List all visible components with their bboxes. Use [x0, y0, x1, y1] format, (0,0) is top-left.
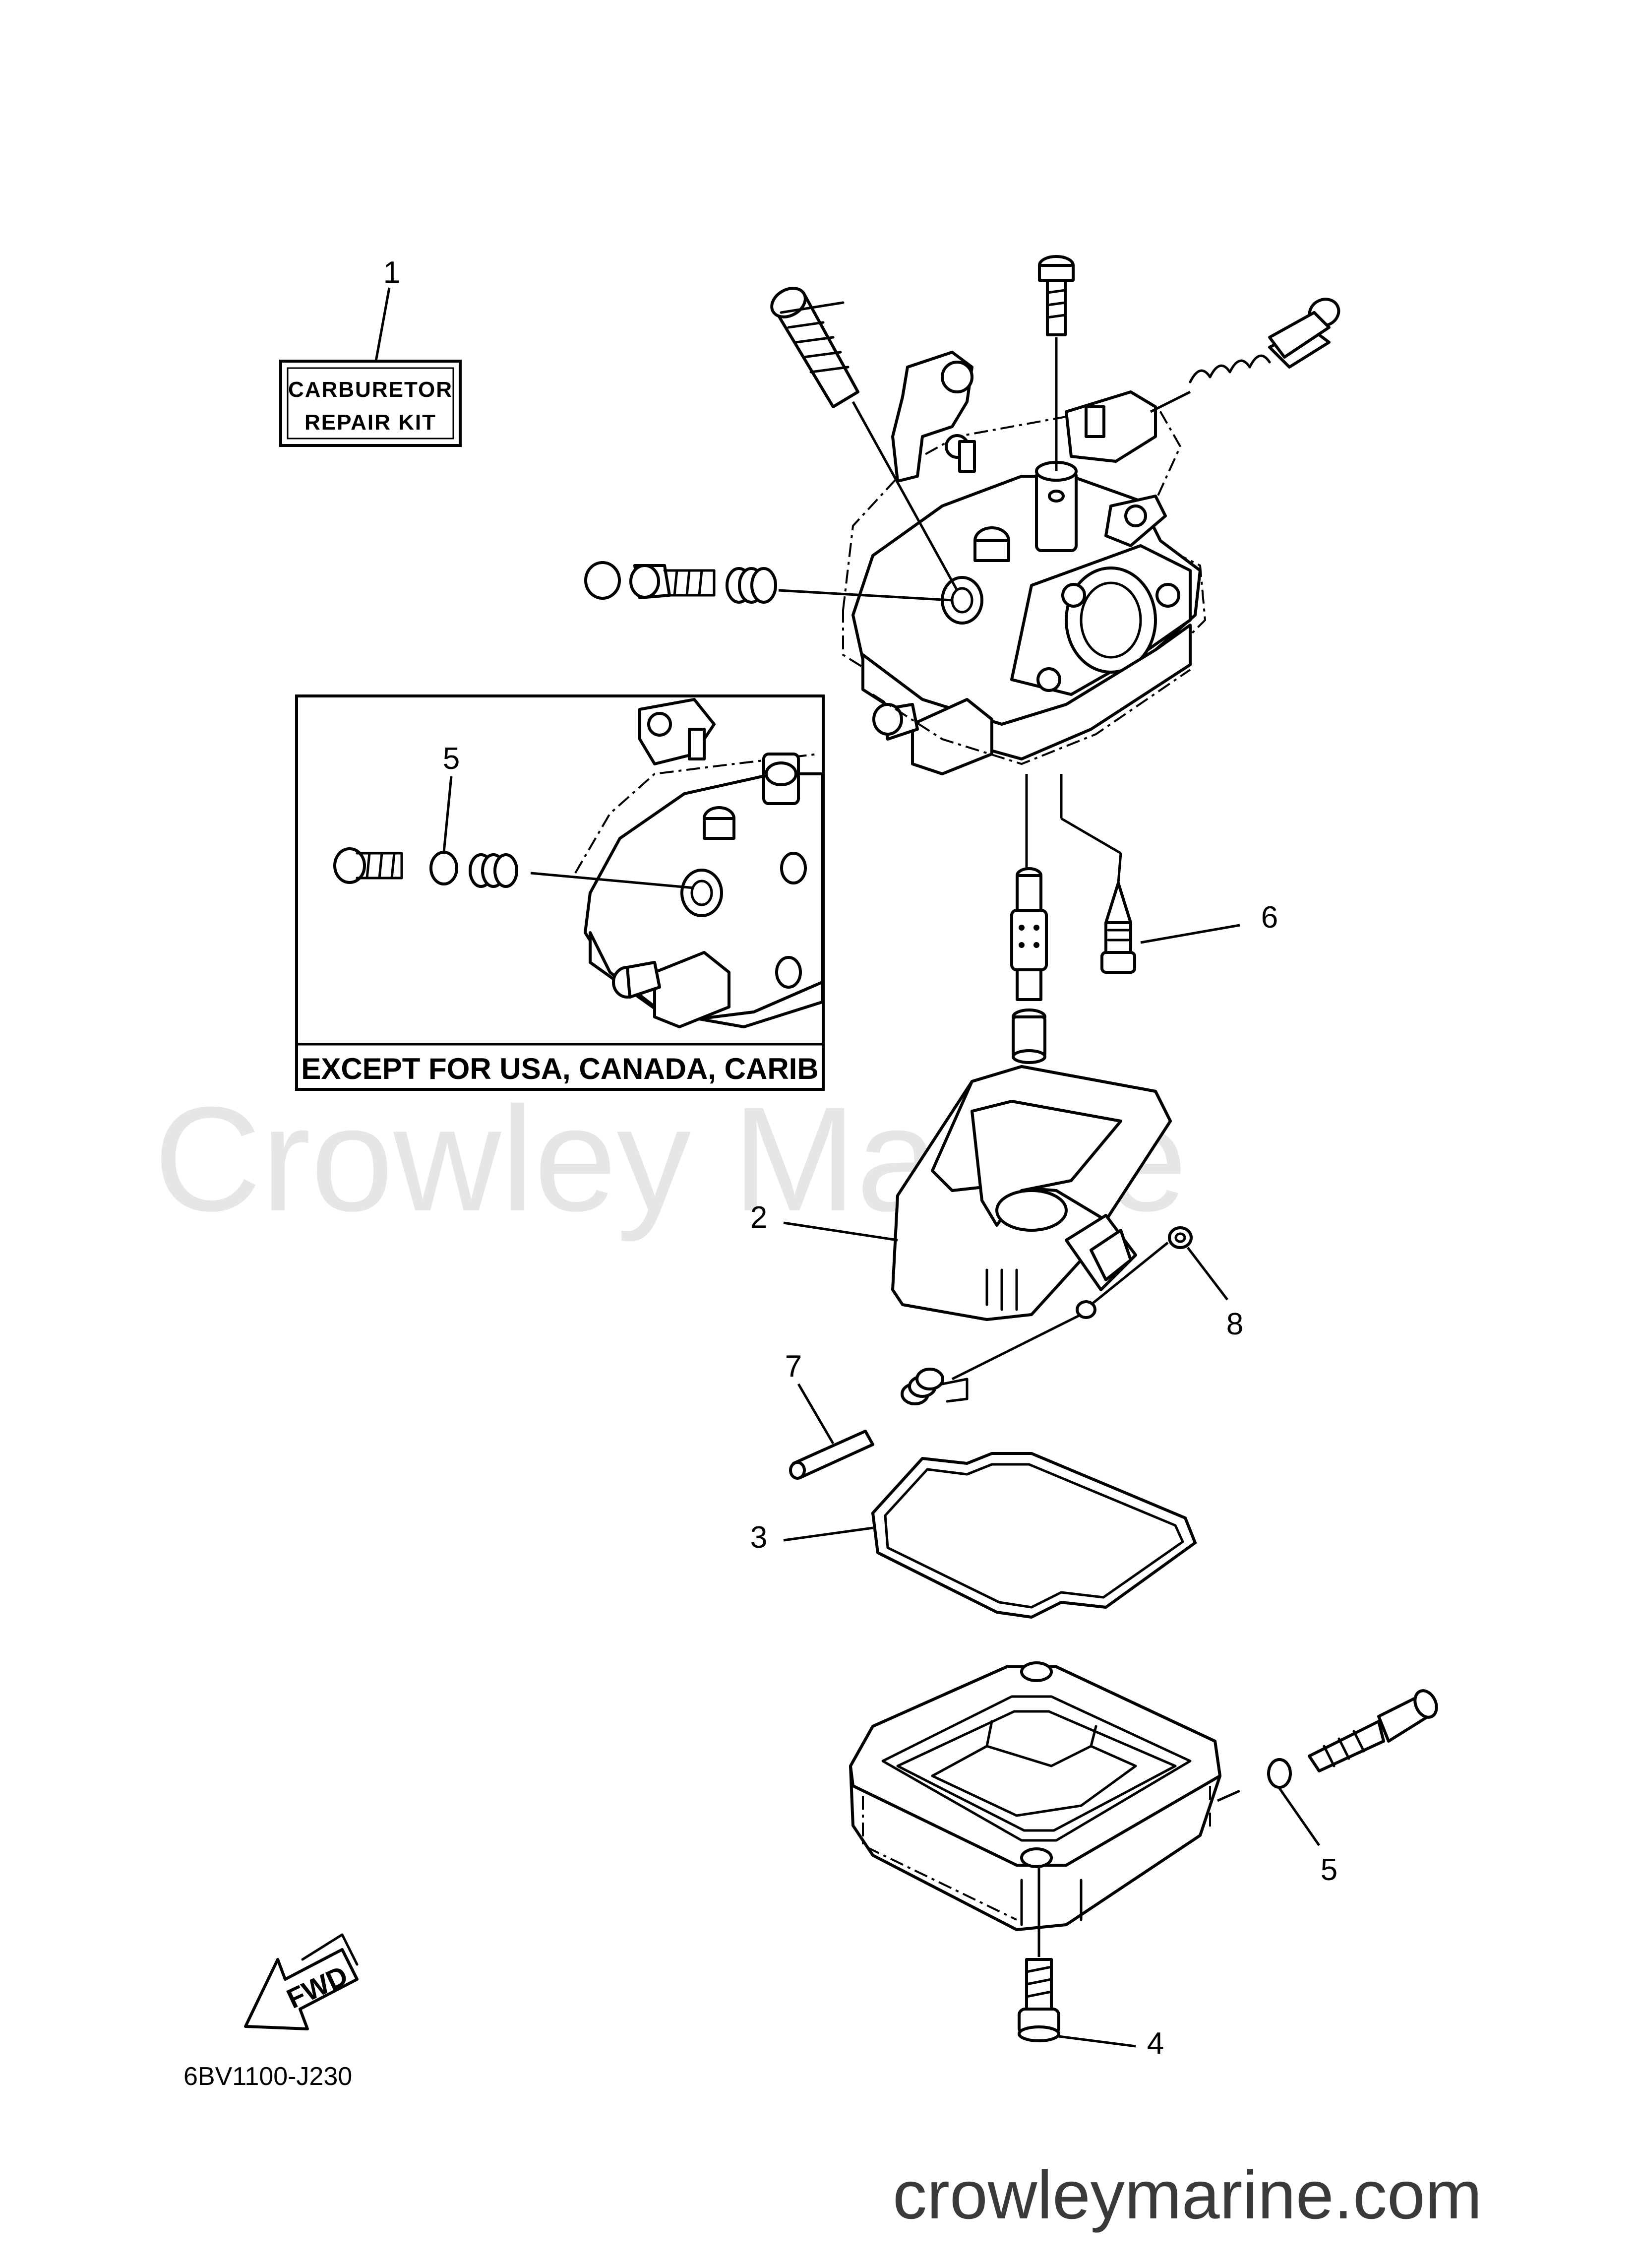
callout-bolt: 4	[1147, 2026, 1164, 2061]
idle-screw-and-spring	[1189, 298, 1340, 383]
bowl-oring	[1267, 1758, 1292, 1789]
leader-idle-screw	[1150, 390, 1191, 413]
carburetor-body	[842, 351, 1207, 775]
bowl-bolt	[1018, 1958, 1060, 2042]
forward-arrow-icon: FWD	[244, 1933, 359, 2030]
callout-oring-bowl: 5	[1321, 1853, 1337, 1887]
leader-kit	[374, 287, 391, 362]
leader-inset-screw	[530, 872, 695, 889]
leader-pilot-screw	[778, 589, 953, 602]
callout-float-pin: 7	[785, 1349, 802, 1384]
top-screw	[1038, 255, 1075, 336]
drawing-code: 6BV1100-J230	[183, 2062, 352, 2091]
leader-bowl-oring	[1278, 1787, 1321, 1846]
drain-screw	[1308, 1689, 1438, 1772]
float	[891, 1065, 1172, 1321]
main-jet	[1012, 1008, 1046, 1064]
callout-float-clip: 8	[1226, 1307, 1243, 1341]
leader-bolt	[1058, 2035, 1136, 2048]
leader-needle-path-3	[1117, 853, 1122, 883]
leader-float-pin	[797, 1383, 835, 1445]
throttle-stop-screw	[770, 287, 859, 408]
gasket	[871, 1452, 1197, 1619]
callout-float: 2	[750, 1200, 767, 1235]
float-bowl	[849, 1661, 1221, 1931]
leader-float	[783, 1221, 898, 1242]
repair-kit-label-line-2: REPAIR KIT	[304, 410, 436, 435]
callout-gasket: 3	[750, 1520, 767, 1555]
leader-float-clip	[1187, 1247, 1228, 1301]
leader-oring-inset	[442, 776, 453, 853]
inset-box: EXCEPT FOR USA, CANADA, CARIB	[295, 694, 825, 1091]
pilot-screw-assembly	[584, 561, 777, 604]
website-footer: crowleymarine.com	[893, 2157, 1482, 2233]
callout-kit: 1	[383, 255, 400, 290]
leader-throttle-screw	[851, 401, 959, 591]
float-clip	[1168, 1226, 1193, 1249]
inset-caption: EXCEPT FOR USA, CANADA, CARIB	[301, 1052, 818, 1085]
leader-bowl-oring-in	[1216, 1789, 1241, 1802]
leader-needle-valve	[1140, 924, 1240, 944]
float-spring	[901, 1368, 969, 1405]
leader-spring	[951, 1313, 1082, 1381]
repair-kit-label-box: CARBURETOR REPAIR KIT	[279, 360, 462, 447]
leader-gasket	[783, 1526, 873, 1542]
leader-clip-to-float	[1090, 1242, 1169, 1306]
main-nozzle	[1010, 867, 1048, 1001]
float-pin	[789, 1430, 874, 1480]
leader-needle-path-2	[1060, 817, 1122, 855]
callout-oring-inset: 5	[443, 742, 460, 776]
repair-kit-label-line-1: CARBURETOR	[288, 378, 453, 402]
callout-needle-valve: 6	[1261, 900, 1278, 935]
needle-valve	[1100, 882, 1136, 974]
